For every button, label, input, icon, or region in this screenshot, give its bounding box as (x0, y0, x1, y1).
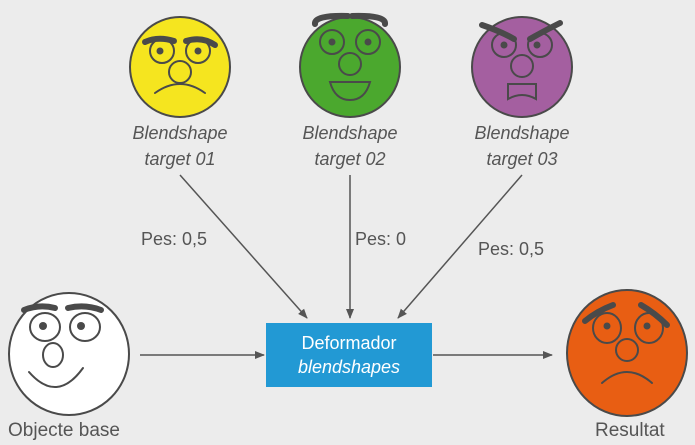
face-target3-icon (471, 16, 573, 118)
arrow-target1 (179, 174, 308, 319)
face-result-icon (566, 289, 688, 417)
base-label: Objecte base (8, 420, 120, 441)
weight-target1: Pes: 0,5 (141, 229, 208, 249)
arrow-target3 (397, 174, 523, 319)
target3-label: Blendshape target 03 (462, 120, 582, 172)
weight-target3: Pes: 0,5 (478, 239, 545, 259)
deformer-subtitle: blendshapes (297, 357, 401, 377)
target3-line2: target 03 (486, 149, 558, 169)
target3-line1: Blendshape (474, 123, 570, 143)
face-target1-icon (129, 16, 231, 118)
target1-label: Blendshape target 01 (120, 120, 240, 172)
target2-line2: target 02 (314, 149, 386, 169)
face-base-icon (8, 292, 130, 416)
deformer-box: Deformador blendshapes (266, 323, 432, 387)
target2-label: Blendshape target 02 (290, 120, 410, 172)
target2-line1: Blendshape (302, 123, 398, 143)
face-target2-icon (299, 12, 401, 118)
target1-line1: Blendshape (132, 123, 228, 143)
target1-line2: target 01 (144, 149, 216, 169)
deformer-title: Deformador (301, 333, 397, 353)
result-label: Resultat (595, 420, 665, 441)
weight-target2: Pes: 0 (355, 229, 407, 249)
